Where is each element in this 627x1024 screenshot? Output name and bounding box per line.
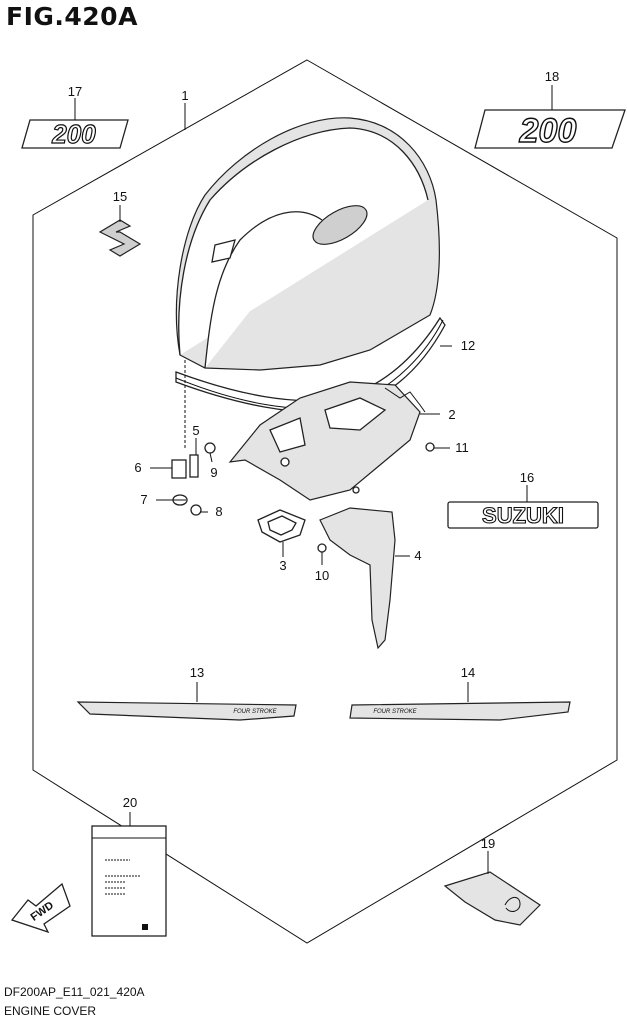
callout-16: 16 <box>520 470 534 485</box>
callout-3: 3 <box>279 558 286 573</box>
callout-13: 13 <box>190 665 204 680</box>
emblem-200-part-17: 200 <box>21 118 129 150</box>
callout-7: 7 <box>140 492 147 507</box>
fwd-arrow-icon: FWD <box>10 882 71 934</box>
manual-part-20 <box>91 825 167 937</box>
callout-17: 17 <box>68 84 82 99</box>
figure-title: FIG.420A <box>6 2 138 31</box>
bracket-part-4 <box>319 507 396 650</box>
brand-decal-text: SUZUKI <box>482 503 564 528</box>
emblem-small-text: 200 <box>51 119 96 149</box>
bottom-cover-part-2 <box>228 381 426 501</box>
callout-9: 9 <box>210 465 217 480</box>
callout-20: 20 <box>123 795 137 810</box>
callout-1: 1 <box>181 88 188 103</box>
callout-12: 12 <box>461 338 475 353</box>
stripe-decal-part-13: FOUR STROKE <box>76 701 297 721</box>
callout-11: 11 <box>455 440 469 455</box>
callout-8: 8 <box>215 504 222 519</box>
callout-5: 5 <box>192 423 199 438</box>
callout-19: 19 <box>481 836 495 851</box>
emblem-large-text: 200 <box>519 112 577 150</box>
stripe-left-text: FOUR STROKE <box>233 709 277 715</box>
emblem-200-part-18: 200 <box>474 109 626 151</box>
callout-15: 15 <box>113 189 127 204</box>
callout-2: 2 <box>448 407 455 422</box>
stripe-right-text: FOUR STROKE <box>373 709 417 715</box>
assembly-boundary <box>32 59 618 944</box>
callout-18: 18 <box>545 69 559 84</box>
callout-14: 14 <box>461 665 475 680</box>
callout-4: 4 <box>414 548 421 563</box>
suzuki-decal-part-16: SUZUKI <box>447 501 599 529</box>
bag-part-19 <box>443 871 541 926</box>
leader-lines <box>74 85 553 874</box>
callout-numbers: 1 2 3 4 5 6 7 8 9 10 11 12 13 14 15 16 1… <box>68 69 559 851</box>
diagram-code: DF200AP_E11_021_420A <box>4 985 145 999</box>
callout-6: 6 <box>134 460 141 475</box>
hinge-assembly <box>171 442 435 553</box>
callout-10: 10 <box>315 568 329 583</box>
stripe-decal-part-14: FOUR STROKE <box>349 701 571 721</box>
diagram-subtitle: ENGINE COVER <box>4 1004 97 1018</box>
engine-cover-part-1 <box>175 117 446 413</box>
seal-part-3 <box>257 509 306 543</box>
suzuki-mark-part-15 <box>98 219 142 257</box>
